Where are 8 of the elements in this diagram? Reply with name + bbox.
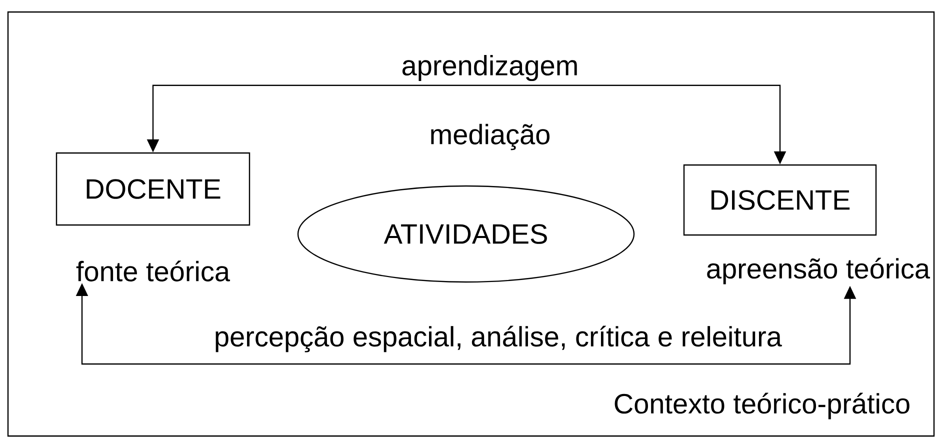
node-text: apreensão teórica bbox=[707, 258, 930, 284]
edge-label: aprendizagem bbox=[402, 54, 577, 82]
edge-label: percepção espacial, análise, crítica e releitura bbox=[216, 326, 782, 352]
node-text: fonte teórica bbox=[76, 260, 230, 282]
context-label: Contexto teórico-prático bbox=[614, 392, 910, 420]
process-box: DISCENTE bbox=[683, 164, 877, 236]
label: mediação bbox=[431, 124, 550, 150]
process-box: DOCENTE bbox=[56, 152, 250, 226]
